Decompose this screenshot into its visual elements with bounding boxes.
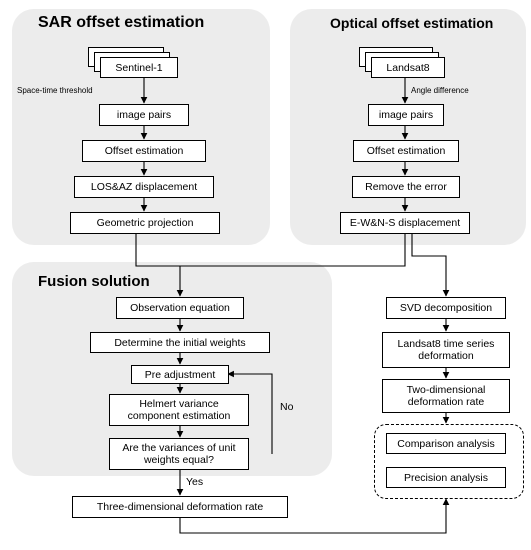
space-time-threshold-label: Space-time threshold — [17, 86, 93, 95]
landsat-source-box: Landsat8 — [371, 57, 445, 78]
remove-error-box: Remove the error — [352, 176, 460, 198]
analysis-group — [374, 424, 524, 499]
sar-image-pairs-box: image pairs — [99, 104, 189, 126]
optical-image-pairs-box: image pairs — [368, 104, 444, 126]
two-dimensional-rate-box: Two-dimensional deformation rate — [382, 379, 510, 413]
angle-difference-label: Angle difference — [411, 86, 469, 95]
svd-decomposition-box: SVD decomposition — [386, 297, 506, 319]
observation-equation-box: Observation equation — [116, 297, 244, 319]
fusion-title: Fusion solution — [38, 273, 150, 290]
geometric-projection-box: Geometric projection — [70, 212, 220, 234]
sar-title: SAR offset estimation — [38, 14, 205, 31]
no-label: No — [280, 401, 294, 413]
initial-weights-box: Determine the initial weights — [90, 332, 270, 353]
precision-analysis-box: Precision analysis — [386, 467, 506, 488]
comparison-analysis-box: Comparison analysis — [386, 433, 506, 454]
yes-label: Yes — [186, 476, 204, 488]
optical-offset-estimation-box: Offset estimation — [353, 140, 459, 162]
sentinel-source-box: Sentinel-1 — [100, 57, 178, 78]
landsat-time-series-box: Landsat8 time series deformation — [382, 332, 510, 368]
los-az-displacement-box: LOS&AZ displacement — [74, 176, 214, 198]
sar-offset-estimation-box: Offset estimation — [82, 140, 206, 162]
optical-title: Optical offset estimation — [330, 15, 494, 31]
three-dimensional-rate-box: Three-dimensional deformation rate — [72, 496, 288, 518]
variance-equal-question-box: Are the variances of unit weights equal? — [109, 438, 249, 470]
ew-ns-displacement-box: E-W&N-S displacement — [340, 212, 470, 234]
helmert-estimation-box: Helmert variance component estimation — [109, 394, 249, 426]
pre-adjustment-box: Pre adjustment — [131, 365, 229, 384]
